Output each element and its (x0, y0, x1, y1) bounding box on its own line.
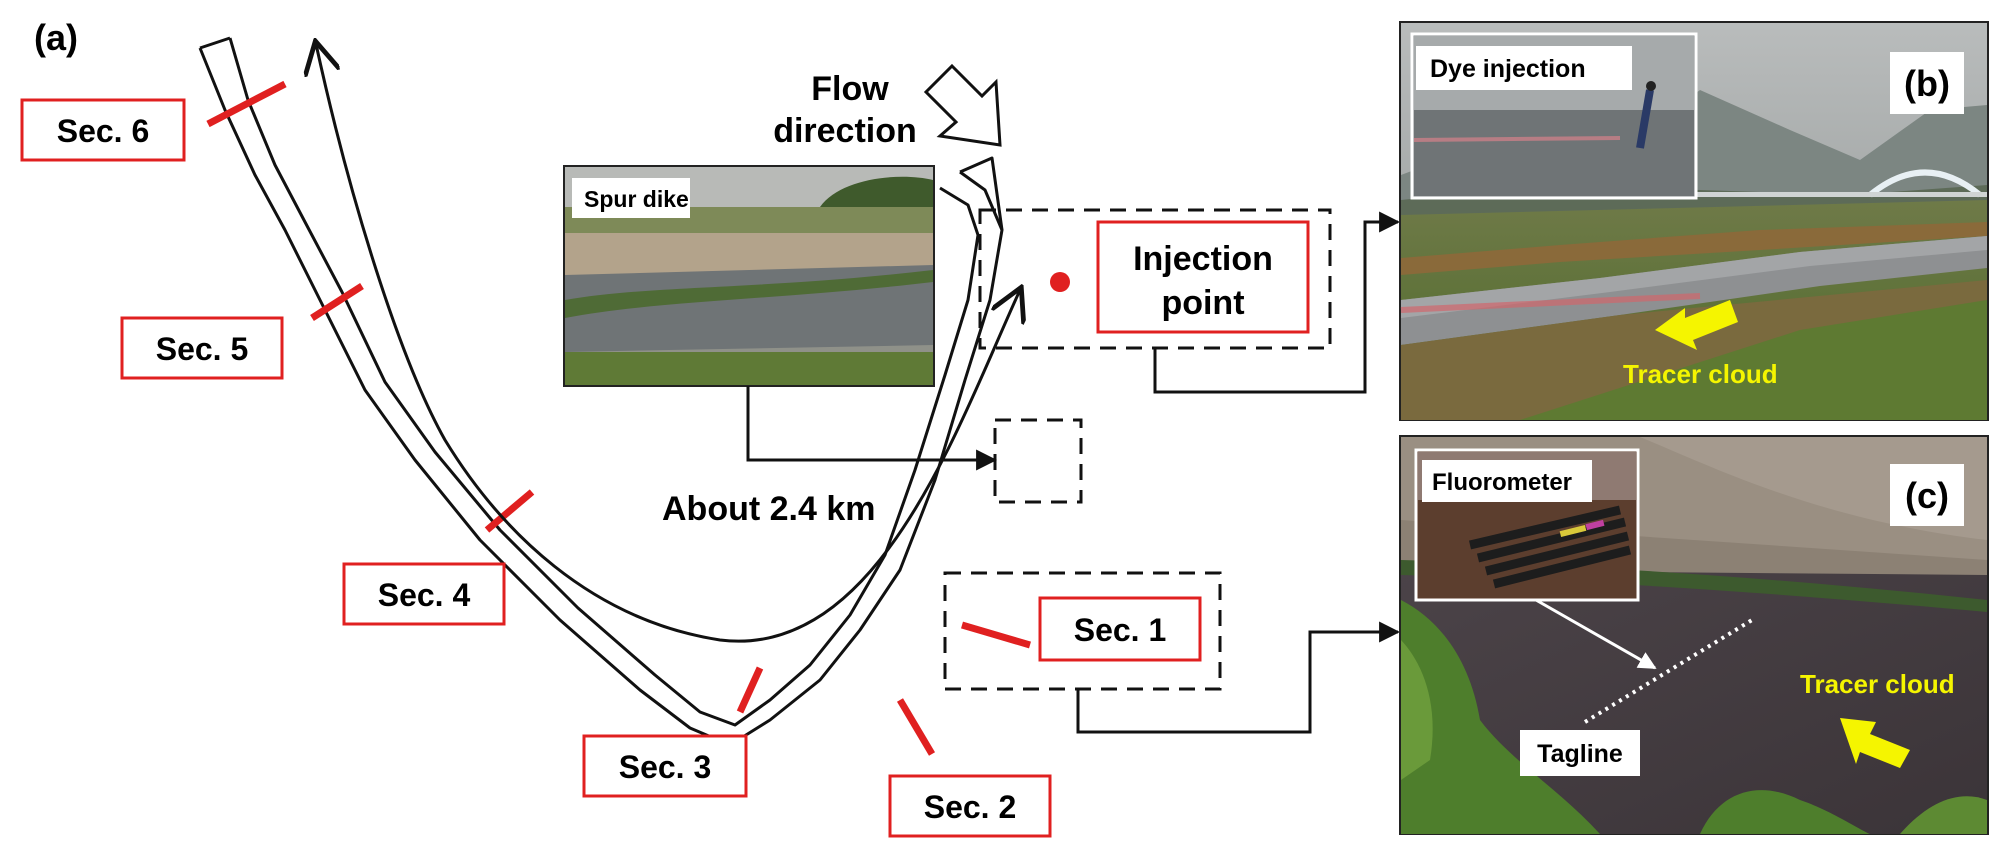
injection-point-box (1096, 220, 1310, 334)
tracer-cloud-label-b: Tracer cloud (1623, 359, 1778, 389)
section-labels: Sec. 6 Sec. 5 Sec. 4 Sec. 3 Sec. 2 Sec. … (20, 98, 1202, 838)
dye-injection-label: Dye injection (1430, 55, 1586, 83)
injection-point-label-1: Injection (1133, 240, 1273, 278)
dye-injection-label-box (1416, 46, 1632, 90)
sec1-label: Sec. 1 (1074, 612, 1167, 648)
sec2-line (896, 698, 936, 756)
sec4-line (484, 489, 535, 533)
sec6-label: Sec. 6 (57, 113, 150, 149)
sec1-zone-box (943, 571, 1222, 691)
injection-to-b-connector (1153, 211, 1401, 394)
panel-label-c: (c) (1905, 475, 1949, 516)
sec4-label: Sec. 4 (378, 577, 471, 613)
sec6-box (20, 98, 186, 162)
river-downstream-end (199, 36, 231, 50)
fluorometer-label-box (1422, 460, 1592, 502)
sec1-box (1038, 596, 1202, 662)
injection-point-marker (1050, 272, 1070, 292)
tagline-label-box (1520, 730, 1640, 776)
tracer-cloud-label-c: Tracer cloud (1800, 669, 1955, 699)
sec3-line (736, 666, 764, 714)
sec3-label: Sec. 3 (619, 749, 712, 785)
flow-direction-label-1: Flow (811, 70, 889, 108)
sec3-box (582, 734, 748, 798)
spur-dike-label-box (572, 178, 690, 218)
panel-label-a: (a) (34, 17, 78, 58)
fluorometer-pointer (1535, 598, 1657, 670)
fluorometer-label: Fluorometer (1432, 469, 1572, 496)
sec2-label: Sec. 2 (924, 789, 1017, 825)
panel-c-label-box (1890, 464, 1964, 526)
flow-direction-icon (923, 63, 1002, 147)
panel-label-b: (b) (1904, 63, 1950, 104)
distance-label: About 2.4 km (662, 490, 875, 528)
injection-point-label-2: point (1161, 284, 1244, 322)
sec6-line (206, 80, 287, 128)
flow-direction-label-2: direction (773, 112, 917, 150)
panel-b-label-box (1890, 52, 1964, 114)
spur-dike-photo (563, 165, 935, 387)
river-left-bank (198, 47, 1004, 747)
sec5-box (120, 316, 284, 380)
spur-dike-zone-box (993, 418, 1083, 504)
sec4-box (342, 562, 506, 626)
sec2-box (888, 774, 1052, 838)
spur-dike-connector (746, 386, 998, 471)
sec1-line (961, 621, 1031, 649)
sec1-to-c-connector (1076, 621, 1401, 734)
tagline-label: Tagline (1537, 740, 1623, 768)
distance-arrow (316, 44, 1020, 643)
sec5-label: Sec. 5 (156, 331, 249, 367)
spur-dike-label: Spur dike (584, 186, 689, 212)
